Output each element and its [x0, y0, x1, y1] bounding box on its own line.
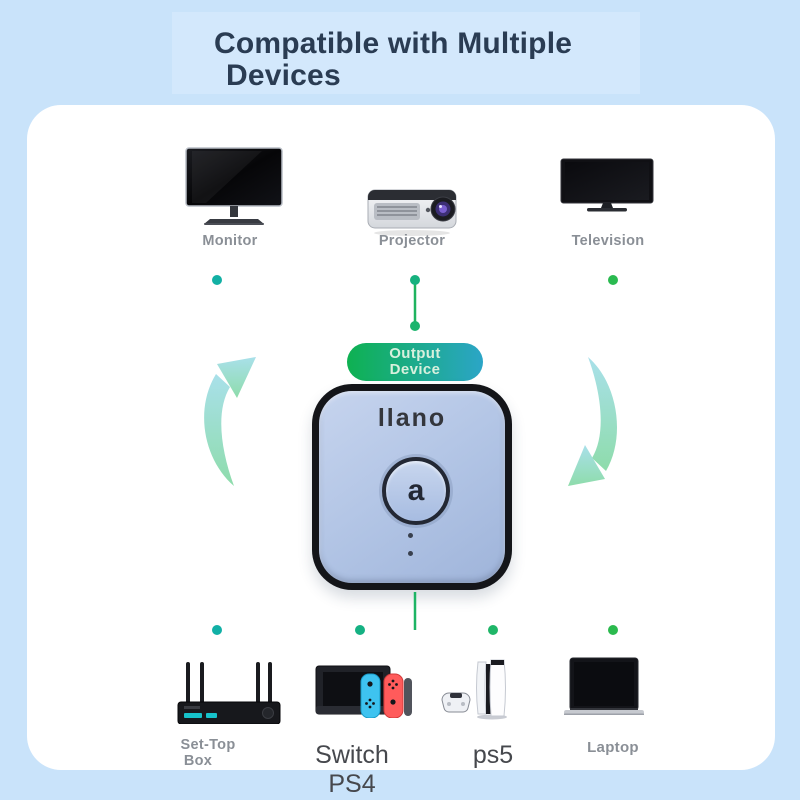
monitor-label: Monitor — [202, 233, 258, 249]
output-device-badge: Output Device — [347, 343, 483, 381]
set-top-box-label-line1: Set-Top — [180, 737, 236, 753]
switch-ps4-icon — [315, 665, 412, 718]
set-top-box-label-line2: Box — [183, 753, 213, 769]
brand-logo: llano — [377, 404, 447, 432]
led-indicator-2 — [408, 551, 413, 556]
monitor-icon — [185, 147, 283, 225]
set-top-box-icon — [177, 662, 281, 724]
page-title-line1: Compatible with Multiple — [214, 27, 573, 60]
laptop-icon — [564, 657, 644, 715]
led-indicator-1 — [408, 533, 413, 538]
switch-button: a — [382, 457, 450, 525]
title-panel — [172, 12, 640, 94]
cycle-arrow-right-icon — [568, 357, 618, 486]
switch-button-glyph: a — [407, 474, 425, 507]
switch-ps4-label: Switch PS4 — [315, 741, 389, 798]
television-icon — [560, 158, 654, 212]
output-device-badge-line2: Device — [389, 361, 441, 378]
page-title-line2: Devices — [226, 59, 341, 92]
television-label: Television — [571, 233, 645, 249]
ps5-icon — [441, 659, 507, 720]
projector-icon — [367, 189, 457, 236]
ps5-label: ps5 — [472, 741, 514, 769]
output-device-badge-line1: Output — [389, 345, 441, 362]
projector-label: Projector — [378, 233, 446, 249]
bottom-connector-lines — [212, 592, 618, 635]
cycle-arrow-left-icon — [204, 357, 256, 486]
top-connector-lines — [212, 275, 618, 331]
laptop-label: Laptop — [587, 739, 639, 756]
